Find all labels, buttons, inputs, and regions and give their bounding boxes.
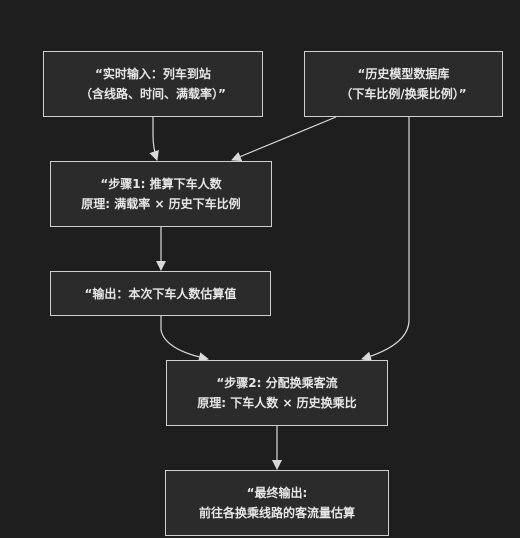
node-step1-alighting: “步骤1: 推算下车人数 原理: 满载率 × 历史下车比例 <box>50 161 272 227</box>
node-label-line1: “步骤1: 推算下车人数 <box>100 177 222 191</box>
node-label-line2: 前往各换乘线路的客流量估算 <box>198 506 355 520</box>
node-label-line2: （含线路、时间、满载率）” <box>80 87 226 101</box>
node-label-line1: “历史模型数据库 <box>357 67 450 81</box>
node-label-line1: “步骤2: 分配换乘客流 <box>216 376 338 390</box>
node-output-alighting-estimate: “输出：本次下车人数估算值 <box>50 271 271 316</box>
edge-db-to-step1 <box>231 116 337 162</box>
node-label-line1: “实时输入：列车到站 <box>95 67 211 81</box>
edge-out1-to-step2 <box>160 316 209 363</box>
node-label-line2: （下车比例/换乘比例）” <box>340 87 467 101</box>
node-final-output: “最终输出: 前往各换乘线路的客流量估算 <box>165 470 389 536</box>
node-label-line2: 原理: 下车人数 × 历史换乘比 <box>197 396 357 410</box>
node-label-line1: “输出：本次下车人数估算值 <box>84 286 237 301</box>
node-label-line1: “最终输出: <box>246 486 308 500</box>
node-realtime-input: “实时输入：列车到站 （含线路、时间、满载率）” <box>43 51 263 117</box>
node-step2-transfer: “步骤2: 分配换乘客流 原理: 下车人数 × 历史换乘比 <box>166 360 388 426</box>
edge-db-to-step2 <box>361 117 410 362</box>
edge-input-to-step1 <box>149 117 159 161</box>
node-history-database: “历史模型数据库 （下车比例/换乘比例）” <box>304 51 503 117</box>
node-label-line2: 原理: 满载率 × 历史下车比例 <box>81 197 241 211</box>
